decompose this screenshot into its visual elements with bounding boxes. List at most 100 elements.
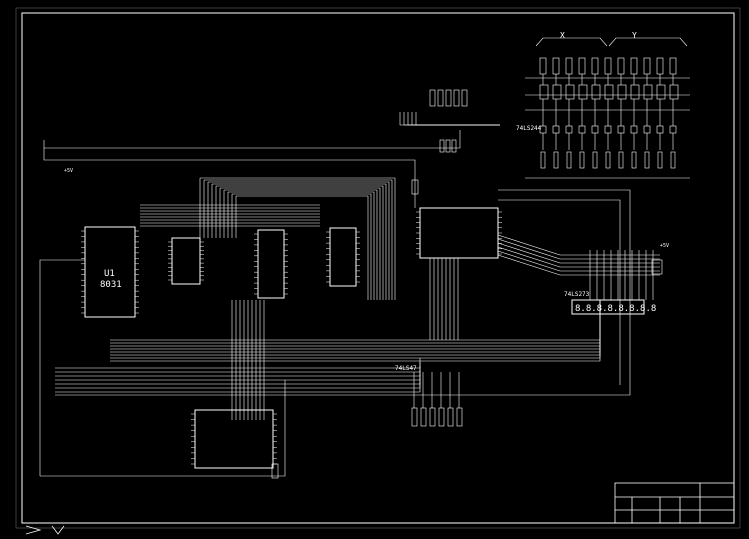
buffer-chip-3: [329, 227, 357, 287]
wire-right-loop: [55, 189, 631, 396]
scan-driver-label: 74LS244: [516, 125, 542, 132]
wire-header: [407, 112, 500, 126]
wire-to-display-driver: [497, 250, 660, 272]
matrix-driver-pin: [604, 125, 612, 134]
wire-top-bus: [43, 140, 416, 208]
wire-bottom-loop: [40, 380, 286, 477]
resistor: [429, 89, 436, 107]
wire-bundle-right: [208, 181, 390, 300]
matrix-cell: [617, 84, 627, 100]
matrix-switch: [591, 57, 599, 75]
matrix-cell: [539, 84, 549, 100]
wire-header: [399, 112, 500, 126]
wire-bundle-right: [212, 183, 387, 300]
resistor: [451, 139, 457, 153]
matrix-output: [579, 151, 585, 169]
wire-to-display-driver: [497, 234, 660, 256]
resistor: [439, 139, 445, 153]
resistor: [437, 89, 444, 107]
matrix-switch: [643, 57, 651, 75]
x-group-label: X: [560, 31, 565, 40]
matrix-cell: [552, 84, 562, 100]
latch-chip-1: [171, 237, 201, 285]
supply-label-right: +5V: [660, 243, 669, 249]
wire-right-loop-2: [498, 199, 621, 385]
wire-bus-low: [55, 370, 421, 381]
mcu-part-label: 8031: [100, 280, 122, 290]
wire-bus-display: [110, 300, 601, 356]
resistor: [456, 407, 463, 427]
matrix-output: [566, 151, 572, 169]
wire-bus-display: [110, 300, 601, 353]
matrix-driver-pin: [552, 125, 560, 134]
matrix-output: [670, 151, 676, 169]
matrix-cell: [656, 84, 666, 100]
matrix-switch: [578, 57, 586, 75]
matrix-driver-pin: [578, 125, 586, 134]
matrix-driver-pin: [669, 125, 677, 134]
drawing-border: [21, 12, 735, 524]
wire-top-bus-2: [44, 130, 461, 149]
display-digits: 8.8.8.8.8.8.8.8: [575, 304, 656, 314]
matrix-output: [553, 151, 559, 169]
matrix-driver-pin: [617, 125, 625, 134]
supply-label: +5V: [64, 168, 73, 174]
wiring-layer: [39, 89, 660, 479]
outer-frame: [15, 7, 741, 529]
wire-bus-low: [55, 358, 421, 369]
resistor: [429, 407, 436, 427]
matrix-switch: [604, 57, 612, 75]
wire-bus-display: [110, 300, 601, 350]
matrix-cell: [565, 84, 575, 100]
wire-to-display-driver: [497, 246, 660, 268]
resistor: [445, 139, 451, 153]
matrix-driver-pin: [630, 125, 638, 134]
wire-bus-display: [110, 300, 601, 341]
wire-to-display-driver: [497, 238, 660, 260]
matrix-driver-pin: [656, 125, 664, 134]
matrix-switch: [539, 57, 547, 75]
wire-header: [415, 112, 500, 126]
wire-bus-low: [55, 362, 421, 373]
matrix-output: [657, 151, 663, 169]
wire-bundle-right: [236, 195, 369, 300]
seven-segment-display: 8.8.8.8.8.8.8.8: [571, 299, 656, 315]
matrix-output: [618, 151, 624, 169]
resistor: [445, 89, 452, 107]
matrix-cell: [591, 84, 601, 100]
wire-bundle-right: [220, 187, 381, 300]
matrix-cell: [630, 84, 640, 100]
resistor: [438, 407, 445, 427]
wire-bundle-right: [200, 177, 396, 300]
matrix-output: [644, 151, 650, 169]
matrix-output: [605, 151, 611, 169]
mcu-ref-label: U1: [104, 269, 115, 279]
title-block: [614, 482, 735, 524]
y-group-label: Y: [632, 31, 637, 40]
matrix-switch: [656, 57, 664, 75]
wire-bus-low: [55, 382, 421, 393]
wire-to-display-driver: [497, 254, 660, 276]
matrix-switch: [565, 57, 573, 75]
wire-bundle-right: [232, 193, 372, 300]
matrix-driver-pin: [643, 125, 651, 134]
wire-bundle-right: [224, 189, 378, 300]
matrix-output: [540, 151, 546, 169]
wire-header: [411, 112, 500, 126]
matrix-switch: [630, 57, 638, 75]
x-group-bracket: [535, 37, 608, 47]
wire-to-display-driver: [497, 242, 660, 264]
resistor: [453, 89, 460, 107]
matrix-cell: [643, 84, 653, 100]
wire-bundle-right: [216, 185, 384, 300]
matrix-switch: [617, 57, 625, 75]
buffer-chip-2: [257, 229, 285, 299]
matrix-output: [631, 151, 637, 169]
matrix-output: [592, 151, 598, 169]
y-group-bracket: [608, 37, 688, 47]
display-bus-chip-label: 74LS273: [564, 291, 590, 298]
wire-left-loop: [39, 259, 85, 476]
controller-chip: [419, 207, 499, 259]
